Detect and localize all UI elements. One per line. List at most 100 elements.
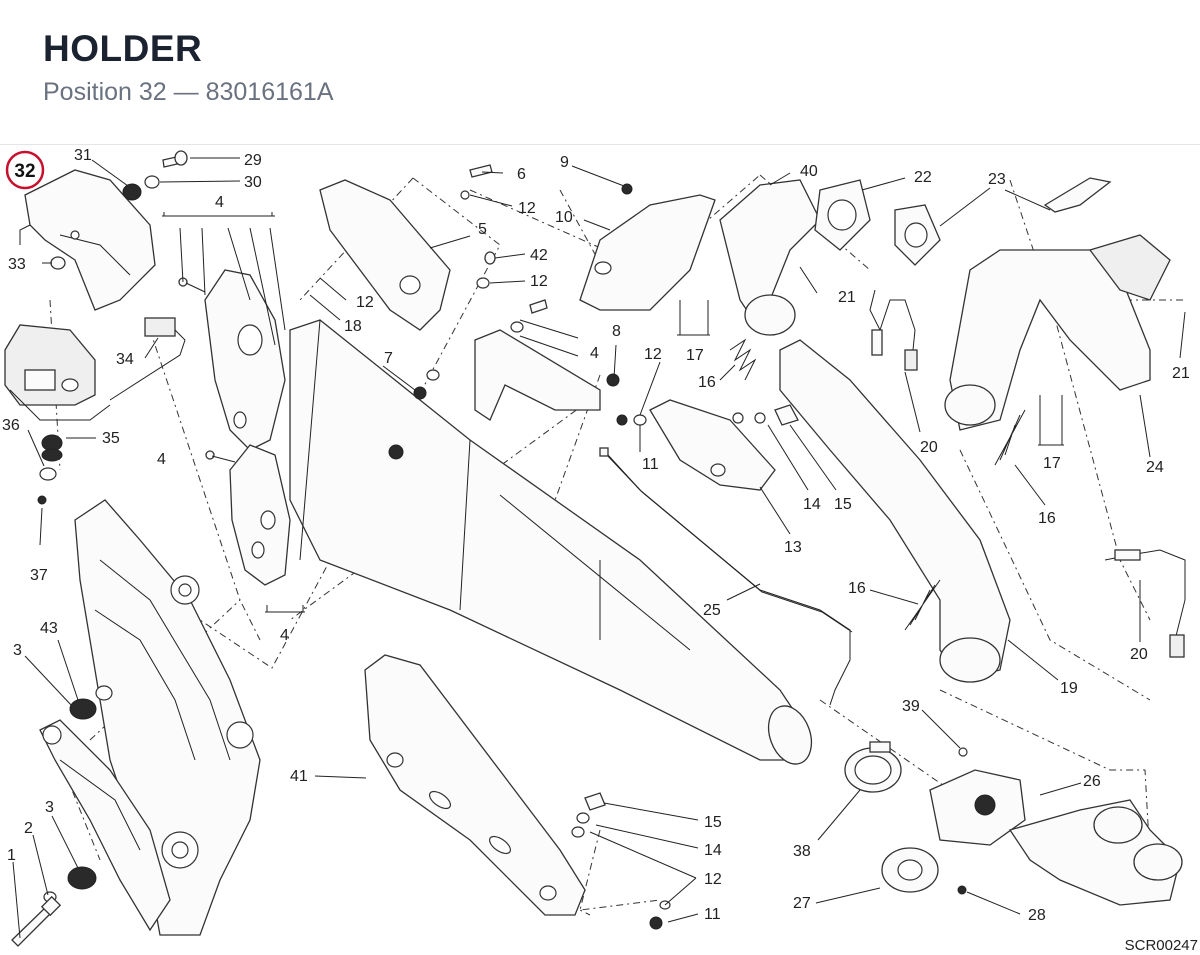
callout-20: 20	[1130, 646, 1148, 663]
callout-38: 38	[793, 843, 811, 860]
header-divider	[0, 144, 1200, 145]
callout-37: 37	[30, 567, 48, 584]
washer-30	[144, 175, 160, 189]
header-pipe-rear	[944, 234, 1171, 431]
callout-33: 33	[8, 256, 26, 273]
highlight-marker-32[interactable]: 32	[5, 150, 45, 190]
callout-26: 26	[1083, 773, 1101, 790]
muffler-body	[289, 319, 813, 765]
callout-34: 34	[116, 351, 134, 368]
callout-27: 27	[793, 895, 811, 912]
callout-12: 12	[704, 871, 722, 888]
callout-12: 12	[356, 294, 374, 311]
o2-sensor-right	[1104, 549, 1186, 658]
screw-29	[162, 150, 188, 168]
callout-30: 30	[244, 174, 262, 191]
sensor-cable-25	[599, 447, 853, 706]
guard-plate-lower	[205, 444, 291, 586]
o2-sensor-left	[869, 289, 918, 371]
small-hardware	[388, 164, 799, 930]
callout-15: 15	[704, 814, 722, 831]
callout-16: 16	[1038, 510, 1056, 527]
highlight-label: 32	[14, 161, 35, 182]
callout-9: 9	[560, 154, 569, 171]
callout-23: 23	[988, 171, 1006, 188]
leader-lines	[12, 157, 1186, 939]
callout-3: 3	[13, 642, 22, 659]
spring-upper	[729, 338, 757, 381]
callout-35: 35	[102, 430, 120, 447]
callout-2: 2	[24, 820, 33, 837]
guard-plate-upper	[178, 269, 286, 451]
callout-14: 14	[803, 496, 821, 513]
callout-25: 25	[703, 602, 721, 619]
bracket-clip	[474, 329, 601, 421]
heat-shield-10	[579, 194, 716, 311]
diagram-code: SCR00247	[1125, 937, 1198, 954]
callout-8: 8	[612, 323, 621, 340]
connector-34	[109, 317, 186, 401]
position-subtitle: Position 32 — 83016161A	[43, 78, 334, 106]
callout-39: 39	[902, 698, 920, 715]
callout-6: 6	[517, 166, 526, 183]
callout-41: 41	[290, 768, 308, 785]
callout-3: 3	[45, 799, 54, 816]
callout-29: 29	[244, 152, 262, 169]
heat-shield-41	[364, 654, 586, 916]
callout-21: 21	[838, 289, 856, 306]
callout-1: 1	[7, 847, 16, 864]
callout-5: 5	[478, 221, 487, 238]
callout-12: 12	[644, 346, 662, 363]
heat-shield-5	[319, 179, 451, 331]
callout-10: 10	[555, 209, 573, 226]
bolt-1	[11, 895, 62, 947]
gasket-22	[814, 179, 871, 251]
washer-36	[39, 467, 57, 481]
callout-11: 11	[704, 906, 721, 923]
screw-37	[37, 495, 47, 505]
header-pipe-upper	[719, 179, 1011, 683]
collector-26	[1008, 799, 1183, 906]
callout-4: 4	[215, 194, 224, 211]
callout-13: 13	[784, 539, 802, 556]
grommet-upper	[69, 685, 113, 720]
ecu-unit	[4, 324, 111, 421]
callout-22: 22	[914, 169, 932, 186]
clamp-38	[844, 741, 902, 793]
callout-21: 21	[1172, 365, 1190, 382]
callout-24: 24	[1146, 459, 1164, 476]
callout-4: 4	[590, 345, 599, 362]
screw-28	[957, 885, 967, 895]
callout-36: 36	[2, 417, 20, 434]
callout-16: 16	[848, 580, 866, 597]
gasket-23	[894, 177, 1112, 266]
callout-labels: 31 29 30 4 33 34 36 35 4 37 4 43 3 3 2 1…	[2, 147, 1190, 924]
callout-20: 20	[920, 439, 938, 456]
valve-actuator-27	[881, 847, 939, 893]
callout-28: 28	[1028, 907, 1046, 924]
rubber-mount-31	[122, 183, 142, 201]
callout-43: 43	[40, 620, 58, 637]
callout-4: 4	[280, 627, 289, 644]
grommet-35	[41, 434, 63, 462]
spring-lower	[904, 579, 941, 631]
callout-17: 17	[686, 347, 704, 364]
callout-40: 40	[800, 163, 818, 180]
callout-19: 19	[1060, 680, 1078, 697]
callout-31: 31	[74, 147, 92, 164]
callout-12: 12	[518, 200, 536, 217]
heat-shield-13	[649, 399, 776, 491]
exhaust-valve	[929, 747, 1026, 846]
page-title: HOLDER	[43, 28, 203, 69]
callout-12: 12	[530, 273, 548, 290]
page-header: HOLDER Position 32 — 83016161A	[0, 0, 1200, 140]
holder-bracket-32	[19, 169, 156, 311]
callout-11: 11	[642, 456, 659, 473]
nut-33	[50, 256, 66, 270]
callout-17: 17	[1043, 455, 1061, 472]
callout-15: 15	[834, 496, 852, 513]
callout-14: 14	[704, 842, 722, 859]
callout-18: 18	[344, 318, 362, 335]
callout-4: 4	[157, 451, 166, 468]
